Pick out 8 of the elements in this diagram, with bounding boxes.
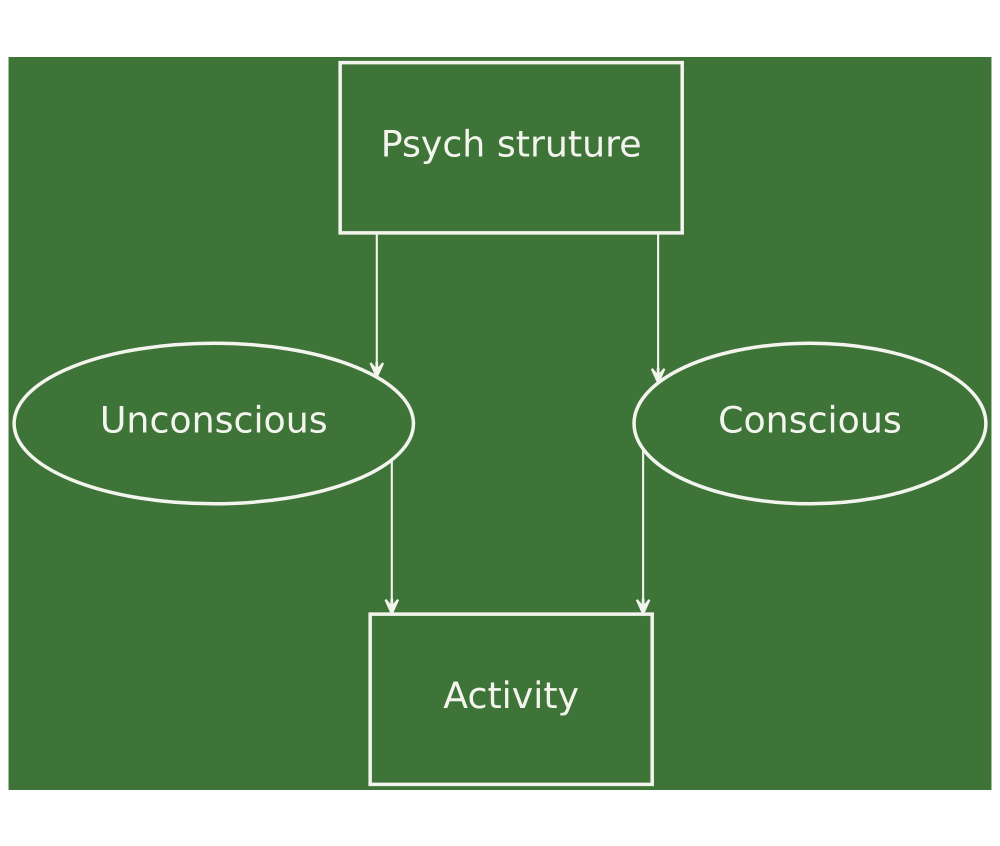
- node-ellipse: Conscious: [632, 340, 988, 506]
- arrow: [650, 232, 666, 384]
- node-ellipse: Unconscious: [12, 340, 416, 506]
- arrow: [636, 448, 650, 614]
- arrow: [384, 460, 400, 614]
- node-box: Psych struture: [338, 60, 684, 234]
- node-box: Activity: [368, 612, 654, 786]
- arrow: [369, 232, 384, 378]
